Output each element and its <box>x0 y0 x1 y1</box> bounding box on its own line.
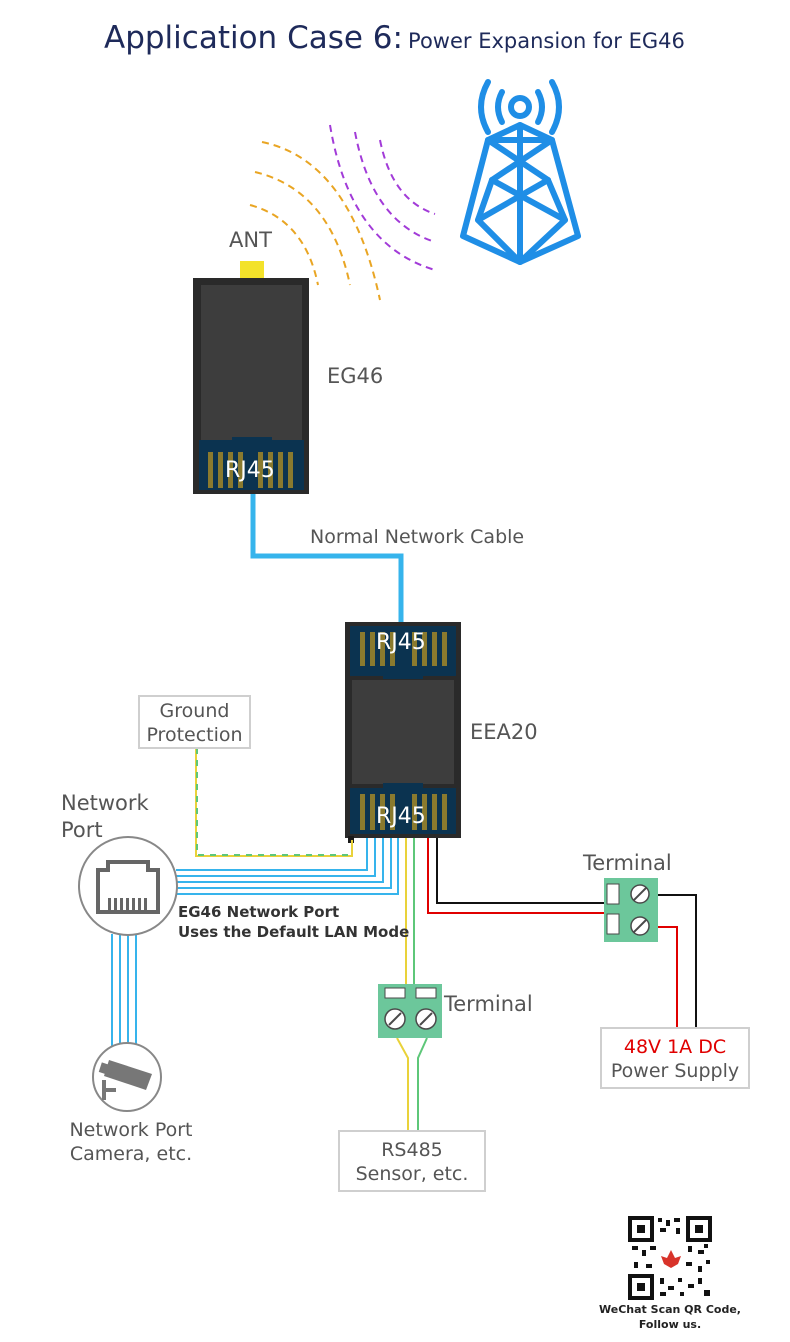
eea20-rj45-top-label: RJ45 <box>376 630 426 655</box>
eg46-device <box>193 278 309 494</box>
qr-caption-line-2: Follow us. <box>638 1318 702 1331</box>
qr-caption: WeChat Scan QR Code, Follow us. <box>592 1302 748 1332</box>
eea20-label: EEA20 <box>470 720 538 744</box>
lan-mode-note: EG46 Network Port Uses the Default LAN M… <box>178 902 409 942</box>
terminal-rs485-label: Terminal <box>444 992 533 1016</box>
network-port-line-1: Network <box>61 791 149 815</box>
cable-label: Normal Network Cable <box>310 526 525 548</box>
rs485-line-1: RS485 <box>381 1139 443 1161</box>
rs485-wires <box>396 838 428 1132</box>
title-sub: Power Expansion for EG46 <box>408 29 685 53</box>
cell-tower-icon <box>460 79 581 265</box>
lan-wires <box>176 838 399 895</box>
page-title: Application Case 6: Power Expansion for … <box>104 20 685 56</box>
camera-label: Network Port Camera, etc. <box>65 1118 197 1166</box>
network-port-line-2: Port <box>61 818 103 842</box>
camera-icon <box>92 1042 162 1112</box>
camera-wires <box>111 934 137 1050</box>
camera-line-2: Camera, etc. <box>69 1143 193 1165</box>
eea20-device <box>345 622 461 843</box>
qr-code <box>628 1216 712 1300</box>
terminal-rs485 <box>378 984 442 1038</box>
eg46-label: EG46 <box>327 364 384 388</box>
ground-line-2: Protection <box>146 724 243 746</box>
power-supply-rating: 48V 1A DC <box>623 1036 727 1058</box>
eg46-rj45-label: RJ45 <box>225 458 275 483</box>
qr-caption-line-1: WeChat Scan QR Code, <box>599 1303 741 1316</box>
ground-wire <box>195 748 353 857</box>
title-main: Application Case 6: <box>104 20 403 56</box>
ground-protection-box: Ground Protection <box>138 695 251 749</box>
eea20-rj45-bottom-label: RJ45 <box>376 804 426 829</box>
signal-waves-orange <box>249 141 381 301</box>
network-port-label: Network Port <box>61 790 149 844</box>
power-supply-name: Power Supply <box>610 1060 740 1082</box>
lan-note-line-1: EG46 Network Port <box>178 903 340 921</box>
lan-note-line-2: Uses the Default LAN Mode <box>178 923 410 941</box>
ant-label: ANT <box>229 228 272 252</box>
power-supply-box: 48V 1A DC Power Supply <box>600 1027 750 1089</box>
signal-waves-purple <box>329 124 436 271</box>
network-port-icon <box>78 836 178 936</box>
power-wires <box>427 838 697 1027</box>
rs485-line-2: Sensor, etc. <box>355 1163 469 1185</box>
antenna <box>240 261 264 279</box>
rs485-box: RS485 Sensor, etc. <box>338 1130 486 1192</box>
terminal-power-label: Terminal <box>583 851 672 875</box>
ground-line-1: Ground <box>159 700 230 722</box>
camera-line-1: Network Port <box>69 1119 193 1141</box>
network-cable <box>250 494 404 625</box>
terminal-power <box>604 878 658 942</box>
